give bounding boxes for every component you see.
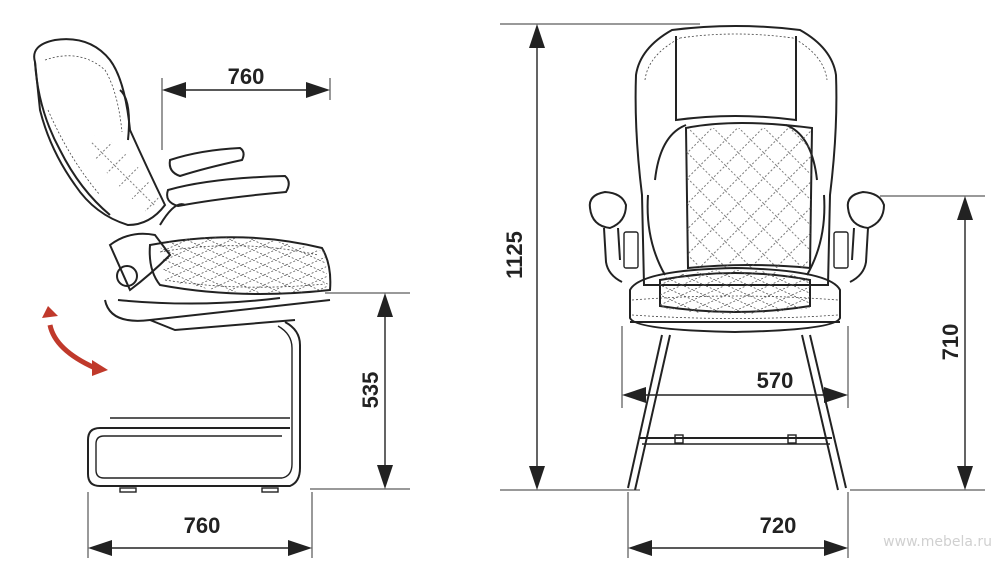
front-total-height-dimension: 1125 xyxy=(500,23,700,491)
side-depth-top-label: 760 xyxy=(228,64,265,89)
side-view-chair xyxy=(33,38,332,493)
front-seat-width-label: 570 xyxy=(757,368,794,393)
front-armrest-height-label: 710 xyxy=(938,324,963,361)
side-depth-bottom-dimension: 760 xyxy=(87,492,313,558)
side-seat-height-label: 535 xyxy=(358,372,383,409)
side-depth-top-dimension: 760 xyxy=(161,64,331,150)
tilt-rotation-arrow xyxy=(42,306,108,376)
front-seat-width-dimension: 570 xyxy=(621,326,849,408)
front-total-height-label: 1125 xyxy=(502,231,527,279)
front-armrest-height-dimension: 710 xyxy=(850,195,985,491)
front-base-width-label: 720 xyxy=(760,513,797,538)
front-view-chair xyxy=(588,25,886,491)
front-base-width-dimension: 720 xyxy=(627,492,849,558)
watermark: www.mebela.ru xyxy=(883,534,992,550)
side-depth-bottom-label: 760 xyxy=(184,513,221,538)
side-seat-height-dimension: 535 xyxy=(310,292,410,490)
